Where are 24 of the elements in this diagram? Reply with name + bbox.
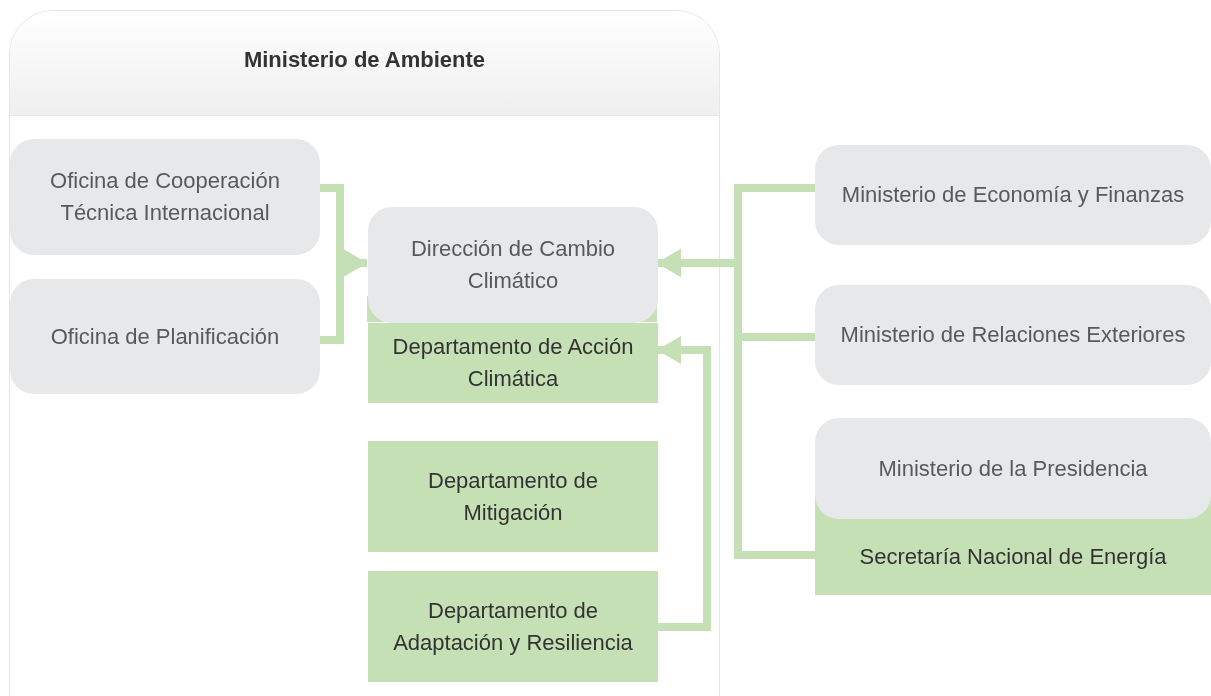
department-box (368, 323, 658, 403)
unit-name: Oficina de Planificación (50, 322, 280, 351)
department-box (368, 441, 658, 552)
connector-arrow (319, 249, 367, 344)
unit-name: Ministerio de Relaciones Exteriores (840, 321, 1186, 349)
unit-box (815, 285, 1211, 385)
connector-arrow (657, 336, 711, 631)
unit-name: Ministerio de Economía y Finanzas (841, 181, 1185, 209)
unit-name: Dirección de Cambio Climático (409, 235, 617, 295)
department-box (368, 571, 658, 682)
department-box (815, 519, 1211, 595)
unit-name: Oficina de Cooperación Técnica Internacional (49, 167, 281, 227)
panel-title: Ministerio de Ambiente (243, 45, 486, 74)
unit-name: Departamento de Adaptación y Resiliencia (392, 596, 634, 657)
unit-name: Departamento de Acción Climática (391, 333, 635, 393)
unit-box (10, 139, 320, 255)
unit-name: Ministerio de la Presidencia (878, 454, 1148, 483)
unit-box (368, 207, 658, 323)
unit-box (815, 145, 1211, 245)
unit-box (815, 418, 1211, 519)
unit-name: Departamento de Mitigación (427, 466, 599, 527)
ministry-panel (9, 10, 720, 696)
unit-box (10, 279, 320, 394)
unit-name: Secretaría Nacional de Energía (859, 543, 1167, 571)
